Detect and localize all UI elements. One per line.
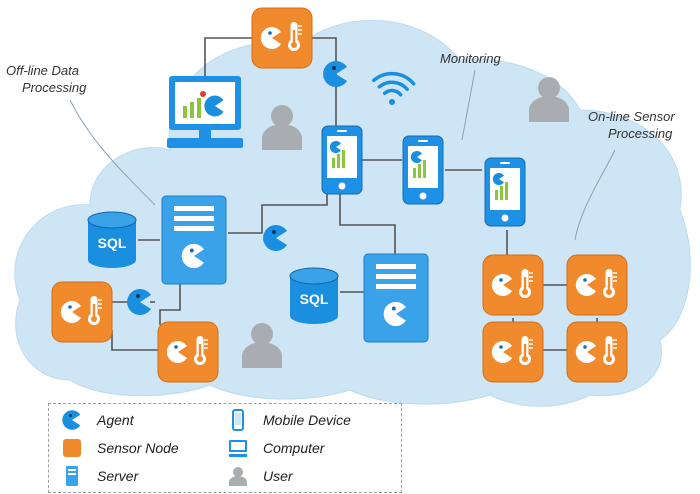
link-phone1-server2	[339, 193, 396, 260]
wifi-icon	[372, 71, 416, 105]
mobile-device-3	[484, 157, 526, 227]
legend-item-agent: Agent	[61, 409, 134, 431]
sensor-node-grid-1	[483, 255, 543, 315]
pointer-online	[574, 149, 616, 241]
mobile-device-1	[321, 125, 363, 195]
agent-icon	[62, 410, 81, 430]
pointer-monitoring	[461, 69, 476, 141]
legend-item-sensor-node: Sensor Node	[61, 437, 179, 459]
sensor-node-left-1	[52, 282, 112, 342]
legend-label-sensor-node: Sensor Node	[97, 440, 179, 456]
link-computer-sensortop	[204, 37, 255, 85]
sensor-node-grid-4	[567, 322, 627, 382]
link-sensor-stack	[111, 330, 158, 351]
link-phone1-server1	[228, 193, 328, 234]
pointer-lines	[69, 69, 616, 241]
legend-label-server: Server	[97, 468, 139, 484]
sensor-node-icon	[63, 439, 81, 457]
sql-database-1: SQL	[87, 211, 137, 269]
connections	[111, 37, 598, 351]
mobile-device-2	[402, 135, 444, 205]
label-online-line2: Processing	[608, 126, 673, 141]
label-online-line1: On-line Sensor	[588, 109, 675, 124]
legend-item-server: Server	[61, 465, 138, 487]
pointer-offline	[69, 99, 156, 206]
label-offline-line1: Off-line Data	[6, 63, 79, 78]
server-2	[364, 254, 428, 342]
legend: Agent Sensor Node Server Mobile Device C…	[48, 403, 402, 493]
sql-label-1: SQL	[98, 235, 127, 251]
link-server1-sensor-left	[159, 270, 181, 325]
legend-label-mobile-device: Mobile Device	[263, 412, 351, 428]
legend-item-computer: Computer	[227, 437, 324, 459]
label-offline-line2: Processing	[22, 80, 87, 95]
sensor-node-grid-2	[567, 255, 627, 315]
link-sensortop-phone1	[308, 37, 337, 128]
legend-item-user: User	[227, 465, 293, 487]
sql-label-2: SQL	[300, 291, 329, 307]
legend-label-agent: Agent	[97, 412, 134, 428]
label-monitoring: Monitoring	[440, 51, 501, 66]
sql-database-2: SQL	[289, 267, 339, 325]
legend-label-computer: Computer	[263, 440, 325, 456]
server-1	[162, 196, 226, 284]
sensor-node-top	[252, 8, 312, 68]
user-icon	[229, 467, 247, 486]
mobile-device-icon	[232, 409, 244, 431]
legend-label-user: User	[263, 468, 293, 484]
legend-item-mobile-device: Mobile Device	[227, 409, 351, 431]
sensor-node-grid-3	[483, 322, 543, 382]
sensor-node-left-2	[158, 322, 218, 382]
computer-icon	[229, 440, 247, 457]
server-icon	[66, 466, 78, 486]
